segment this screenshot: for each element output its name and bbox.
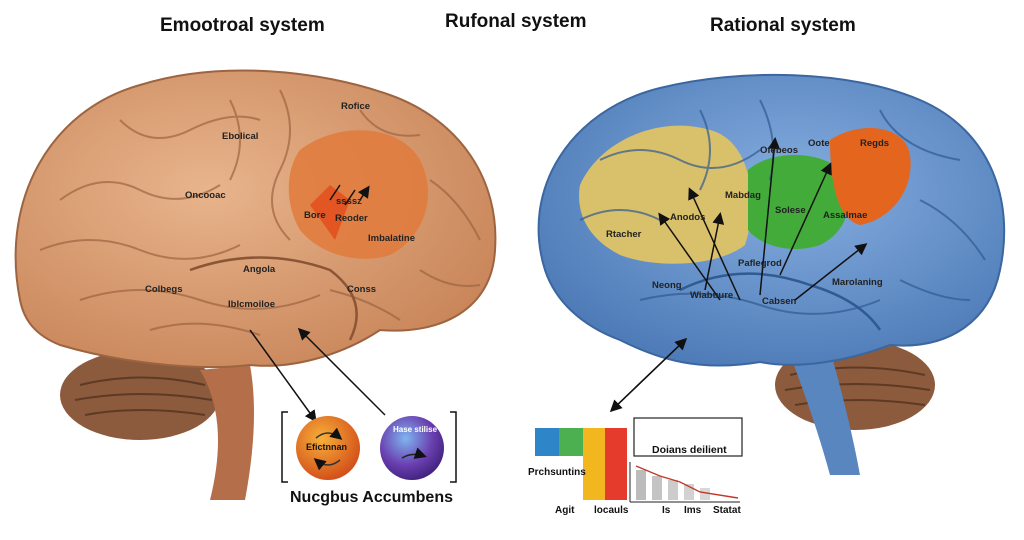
x-label-5: Statat bbox=[713, 505, 741, 516]
right-orange-region bbox=[830, 128, 911, 225]
right-label-10: Neong bbox=[652, 280, 682, 291]
right-brain bbox=[537, 73, 1006, 475]
x-label-4: Ims bbox=[684, 505, 702, 516]
left-label-9: Iblcmoiloe bbox=[228, 299, 275, 310]
bar-red bbox=[605, 428, 627, 500]
left-label-5: Reoder bbox=[335, 213, 368, 224]
right-label-6: Solese bbox=[775, 205, 806, 216]
left-arrow-label: ssssz bbox=[336, 196, 362, 207]
right-label-11: Wiabuure bbox=[690, 290, 734, 301]
trend-line bbox=[635, 465, 739, 499]
arrow-to-orange-ball bbox=[249, 329, 317, 423]
right-label-4: Mabdag bbox=[725, 190, 761, 201]
bar-green bbox=[559, 428, 583, 456]
right-label-5: Anodos bbox=[670, 212, 706, 223]
left-label-10: Conss bbox=[347, 284, 377, 295]
info-box-title: Doians deilient bbox=[652, 444, 727, 456]
chart-side-label: Prchsuntins bbox=[528, 467, 586, 478]
chart-panel bbox=[535, 417, 743, 503]
title-center: Rufonal system bbox=[445, 11, 587, 32]
bar-blue bbox=[535, 428, 559, 456]
left-brainstem bbox=[200, 365, 254, 500]
x-label-3: Is bbox=[662, 505, 671, 516]
right-label-12: Cabsen bbox=[762, 296, 797, 307]
right-label-2: Oote bbox=[808, 138, 830, 149]
x-label-2: locauls bbox=[594, 505, 629, 516]
left-label-3: Oncooac bbox=[185, 190, 226, 201]
orange-ball bbox=[296, 416, 360, 480]
left-label-4: Bore bbox=[304, 210, 326, 221]
left-label-6: Imbalatine bbox=[368, 233, 415, 244]
right-brainstem bbox=[790, 350, 860, 475]
info-box bbox=[633, 417, 743, 457]
right-label-3: Regds bbox=[860, 138, 890, 149]
purple-ball-label: Hase stilise bbox=[393, 425, 438, 434]
nucleus-caption: Nucgbus Accumbens bbox=[290, 489, 453, 506]
left-label-7: Angola bbox=[243, 264, 276, 275]
arrow-to-purple-ball bbox=[297, 327, 386, 416]
purple-ball bbox=[380, 416, 444, 480]
left-cerebrum bbox=[14, 69, 497, 369]
right-label-13: Marolaning bbox=[832, 277, 883, 288]
left-label-8: Colbegs bbox=[145, 284, 183, 295]
right-label-1: Ofebeos bbox=[760, 145, 799, 156]
title-right: Rational system bbox=[710, 15, 856, 36]
orange-ball-label: Efictnnan bbox=[306, 442, 348, 452]
nucleus-bracket-right bbox=[450, 411, 457, 483]
right-label-9: Paflegrod bbox=[738, 258, 782, 269]
left-brain bbox=[14, 69, 497, 500]
x-label-1: Agit bbox=[555, 505, 575, 516]
right-label-8: Rtacher bbox=[606, 229, 642, 240]
bar-yellow bbox=[583, 428, 605, 500]
left-label-2: Ebolical bbox=[222, 131, 259, 142]
right-label-7: Assalmae bbox=[823, 210, 868, 221]
left-label-1: Rofice bbox=[341, 101, 371, 112]
title-left: Emootroal system bbox=[160, 15, 325, 36]
nucleus-bracket-left bbox=[281, 411, 288, 483]
